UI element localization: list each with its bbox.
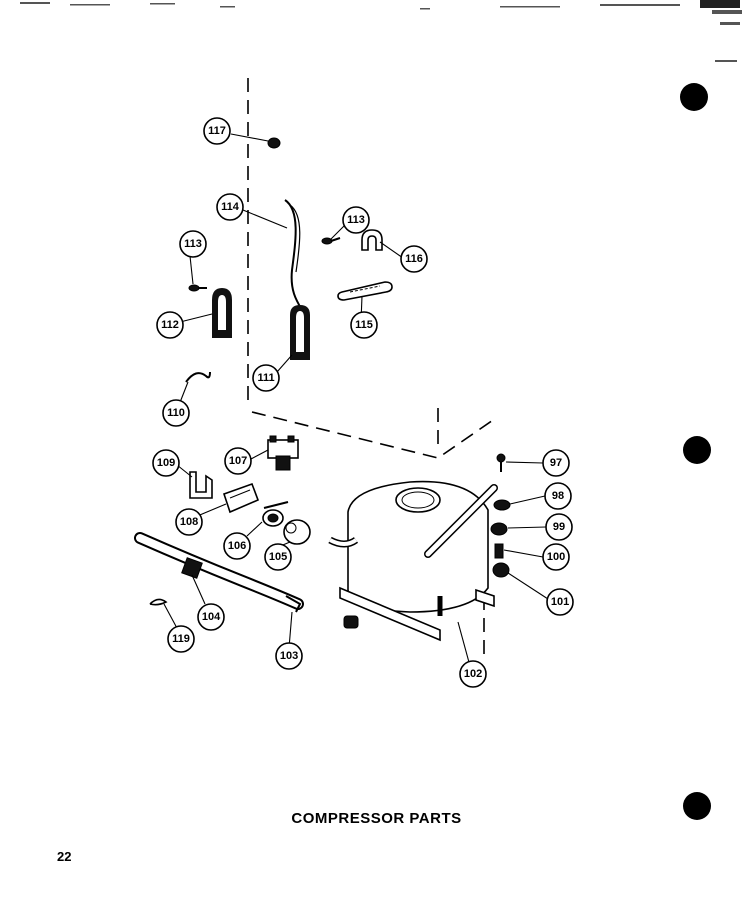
binder-hole-bottom	[683, 792, 711, 820]
svg-text:98: 98	[552, 490, 564, 502]
wire-clip-part	[149, 598, 168, 606]
callout-115: 115	[350, 311, 378, 339]
svg-text:102: 102	[464, 668, 482, 680]
callout-119: 119	[167, 625, 195, 653]
svg-text:115: 115	[355, 319, 373, 331]
callout-100: 100	[542, 543, 570, 571]
mounting-bracket-part	[212, 288, 232, 338]
spring-clip-part	[185, 371, 211, 383]
callout-99: 99	[545, 513, 573, 541]
callout-113-left: 113	[179, 230, 207, 258]
wiring-harness-part	[284, 199, 303, 311]
callout-101: 101	[546, 588, 574, 616]
svg-text:113: 113	[184, 238, 202, 250]
svg-text:110: 110	[167, 407, 185, 419]
svg-text:119: 119	[172, 633, 190, 645]
svg-text:105: 105	[269, 551, 287, 563]
mount-grommet-part	[490, 522, 508, 536]
callout-98: 98	[544, 482, 572, 510]
callout-111: 111	[252, 364, 280, 392]
leader-lines	[163, 133, 549, 667]
callout-108: 108	[175, 508, 203, 536]
svg-text:107: 107	[229, 455, 247, 467]
callout-110: 110	[162, 399, 190, 427]
overload-protector-part	[262, 501, 289, 527]
svg-text:112: 112	[161, 319, 179, 331]
capacitor-part	[283, 519, 311, 545]
svg-text:109: 109	[157, 457, 175, 469]
screw-part-left	[188, 284, 207, 292]
svg-text:99: 99	[553, 521, 565, 533]
power-cord-part	[134, 532, 304, 613]
relay-part	[267, 435, 299, 471]
page-number: 22	[57, 849, 72, 864]
relay-cover-part	[222, 482, 260, 514]
svg-text:114: 114	[221, 201, 240, 213]
callout-112: 112	[156, 311, 184, 339]
sleeve-part	[494, 543, 504, 559]
callout-113-right: 113	[342, 206, 370, 234]
callout-104: 104	[197, 603, 225, 631]
clamp-part	[361, 229, 383, 251]
callout-103: 103	[275, 642, 303, 670]
bolt-part	[496, 453, 506, 472]
callout-109: 109	[152, 449, 180, 477]
svg-text:108: 108	[180, 516, 198, 528]
callout-97: 97	[542, 449, 570, 477]
diagram-caption: COMPRESSOR PARTS	[291, 810, 462, 827]
grommet-part	[267, 137, 281, 149]
callout-116: 116	[400, 245, 428, 273]
binder-hole-middle	[683, 436, 711, 464]
rubber-mount-part	[492, 562, 510, 578]
loop-gasket-part	[290, 305, 310, 360]
svg-text:100: 100	[547, 551, 565, 563]
heater-tube-part	[337, 281, 393, 301]
compressor-unit-part	[328, 480, 498, 642]
svg-text:116: 116	[405, 253, 423, 265]
callout-102: 102	[459, 660, 487, 688]
washer-part	[493, 499, 511, 511]
cabinet-outline	[247, 78, 497, 660]
screw-part-right	[321, 237, 341, 245]
callout-107: 107	[224, 447, 252, 475]
svg-text:97: 97	[550, 457, 562, 469]
callout-105: 105	[264, 543, 292, 571]
svg-text:117: 117	[208, 125, 226, 137]
callout-114: 114	[216, 193, 244, 221]
callout-117: 117	[203, 117, 231, 145]
svg-text:103: 103	[280, 650, 298, 662]
svg-text:104: 104	[202, 611, 221, 623]
bracket-clip-part	[189, 471, 213, 499]
callout-106: 106	[223, 532, 251, 560]
scan-noise-top	[20, 0, 742, 62]
svg-text:101: 101	[551, 596, 569, 608]
svg-text:106: 106	[228, 540, 246, 552]
svg-text:113: 113	[347, 214, 365, 226]
binder-hole-top	[680, 83, 708, 111]
svg-text:111: 111	[257, 372, 274, 384]
